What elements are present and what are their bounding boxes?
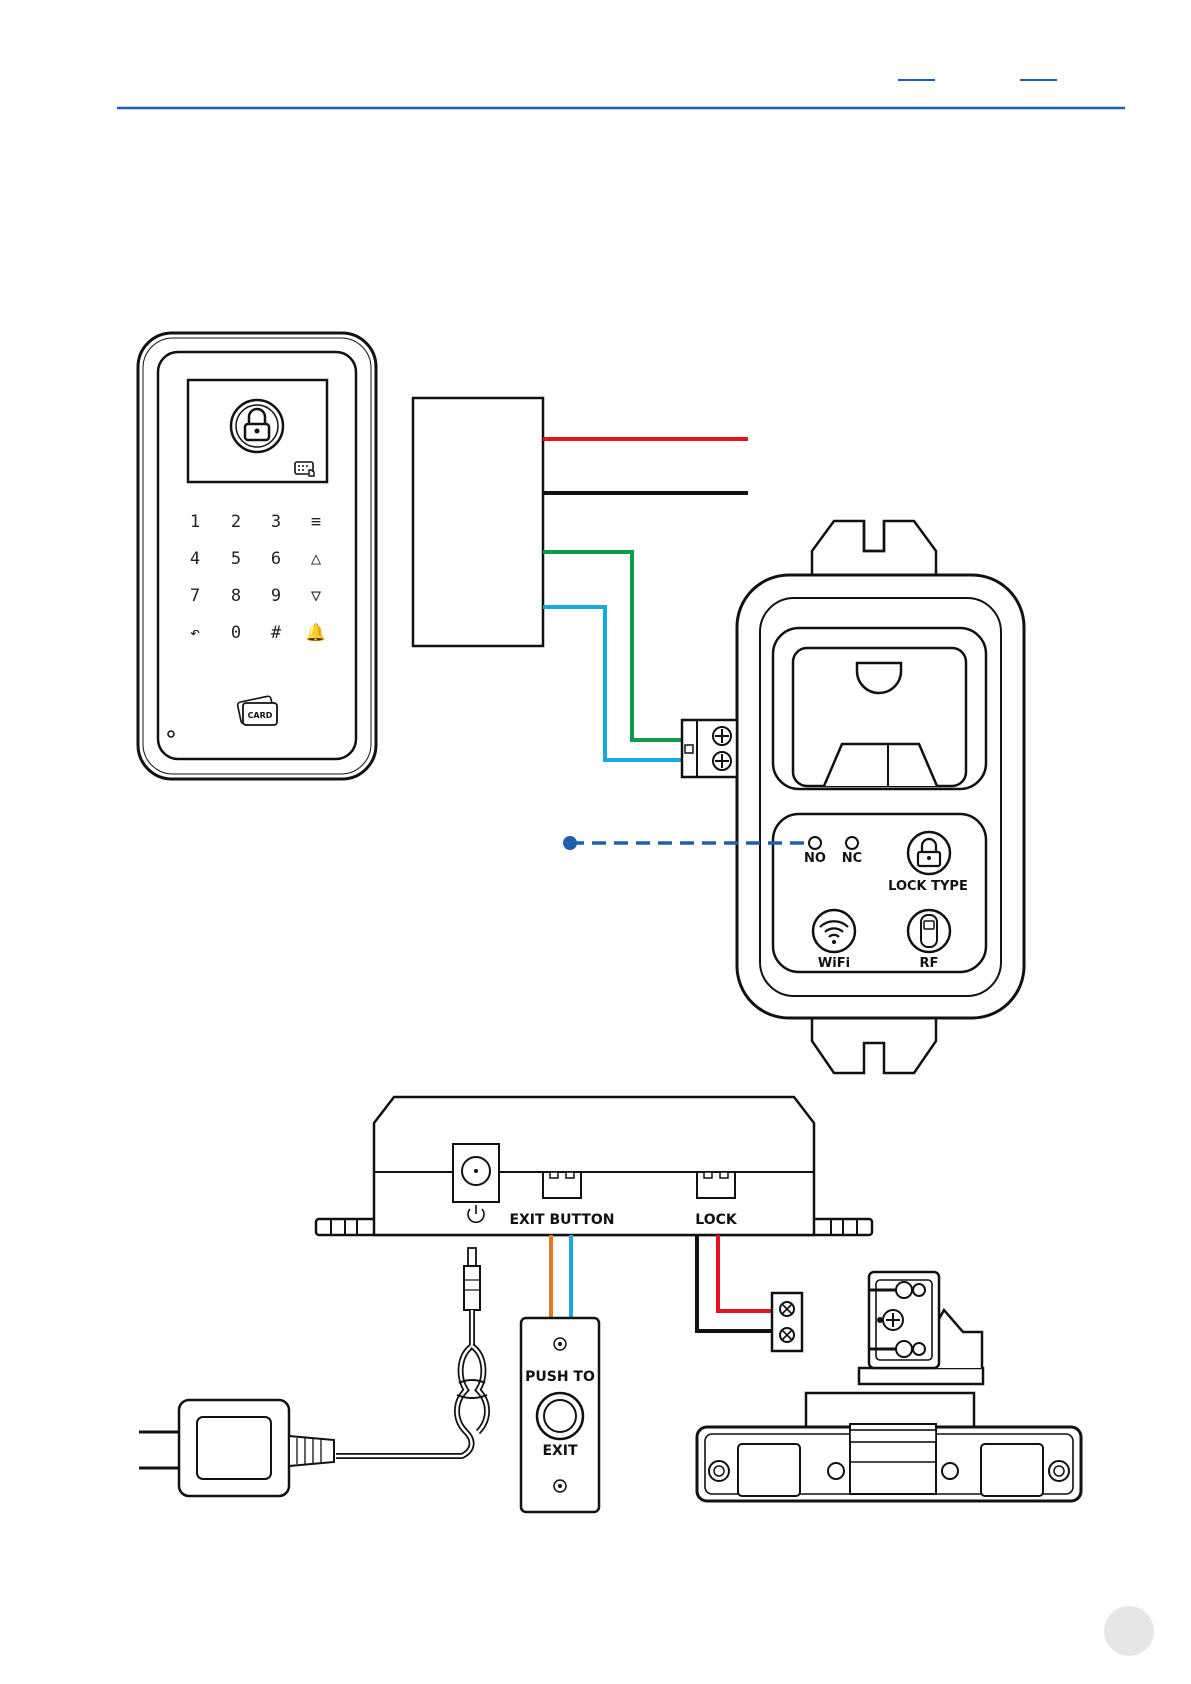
keypad-key: ↶ <box>190 623 200 643</box>
rf-label: RF <box>920 956 939 971</box>
wall-adapter <box>139 1400 334 1496</box>
exit-button-label: EXIT BUTTON <box>509 1212 614 1228</box>
keypad-device: 1 2 3 ≡ 4 5 6 △ 7 8 9 ▽ ↶ 0 # 🔔 CARD <box>138 333 376 779</box>
keypad-key: 🔔 <box>305 623 326 643</box>
keypad-key: 3 <box>271 512 281 532</box>
wifi-label: WiFi <box>818 956 850 971</box>
keypad-key: 8 <box>231 586 241 606</box>
card-label: CARD <box>248 711 273 720</box>
exit-button-device: PUSH TO EXIT <box>521 1318 599 1512</box>
keypad-key: ▽ <box>311 586 322 606</box>
wifi-controller: NO NC LOCK TYPE WiFi RF <box>682 521 1024 1073</box>
keypad-key: 4 <box>190 549 200 569</box>
dc-power-cable <box>336 1248 487 1456</box>
keypad-key: 7 <box>190 586 200 606</box>
controller-mount-top <box>812 521 936 575</box>
wire-black-lock <box>697 1235 772 1331</box>
exit-button-line1: PUSH TO <box>525 1369 595 1385</box>
nc-label: NC <box>842 851 862 866</box>
keypad-key: # <box>271 623 282 643</box>
wire-green <box>543 552 686 740</box>
keypad-key: 5 <box>231 549 241 569</box>
wifi-icon <box>813 910 855 952</box>
lock-terminal-block <box>772 1293 802 1351</box>
keypad-key: 0 <box>231 623 241 643</box>
exit-button-line2: EXIT <box>542 1443 578 1459</box>
controller-mount-bottom <box>812 1015 936 1073</box>
junction-box <box>413 398 543 646</box>
keypad-key: 2 <box>231 512 241 532</box>
keypad-key: 1 <box>190 512 200 532</box>
signal-endpoint-dot <box>563 836 577 850</box>
page-number-disc <box>1104 1606 1154 1656</box>
electric-strike-side <box>859 1272 983 1384</box>
power-supply-box: EXIT BUTTON LOCK <box>316 1097 872 1235</box>
keypad-key: 6 <box>271 549 281 569</box>
electric-strike-plate <box>697 1393 1081 1501</box>
nc-terminal-dot <box>846 837 858 849</box>
keypad-key: △ <box>311 549 322 569</box>
rf-icon <box>908 910 950 952</box>
keypad-key: 9 <box>271 586 281 606</box>
lock-label: LOCK <box>695 1212 738 1228</box>
wire-red-lock <box>718 1235 772 1311</box>
no-terminal-dot <box>809 837 821 849</box>
wire-blue <box>543 607 686 760</box>
keypad-key: ≡ <box>311 512 321 532</box>
no-label: NO <box>804 851 826 866</box>
lock-type-icon <box>908 832 950 874</box>
lock-type-label: LOCK TYPE <box>888 879 968 894</box>
screw-terminal <box>682 720 737 777</box>
